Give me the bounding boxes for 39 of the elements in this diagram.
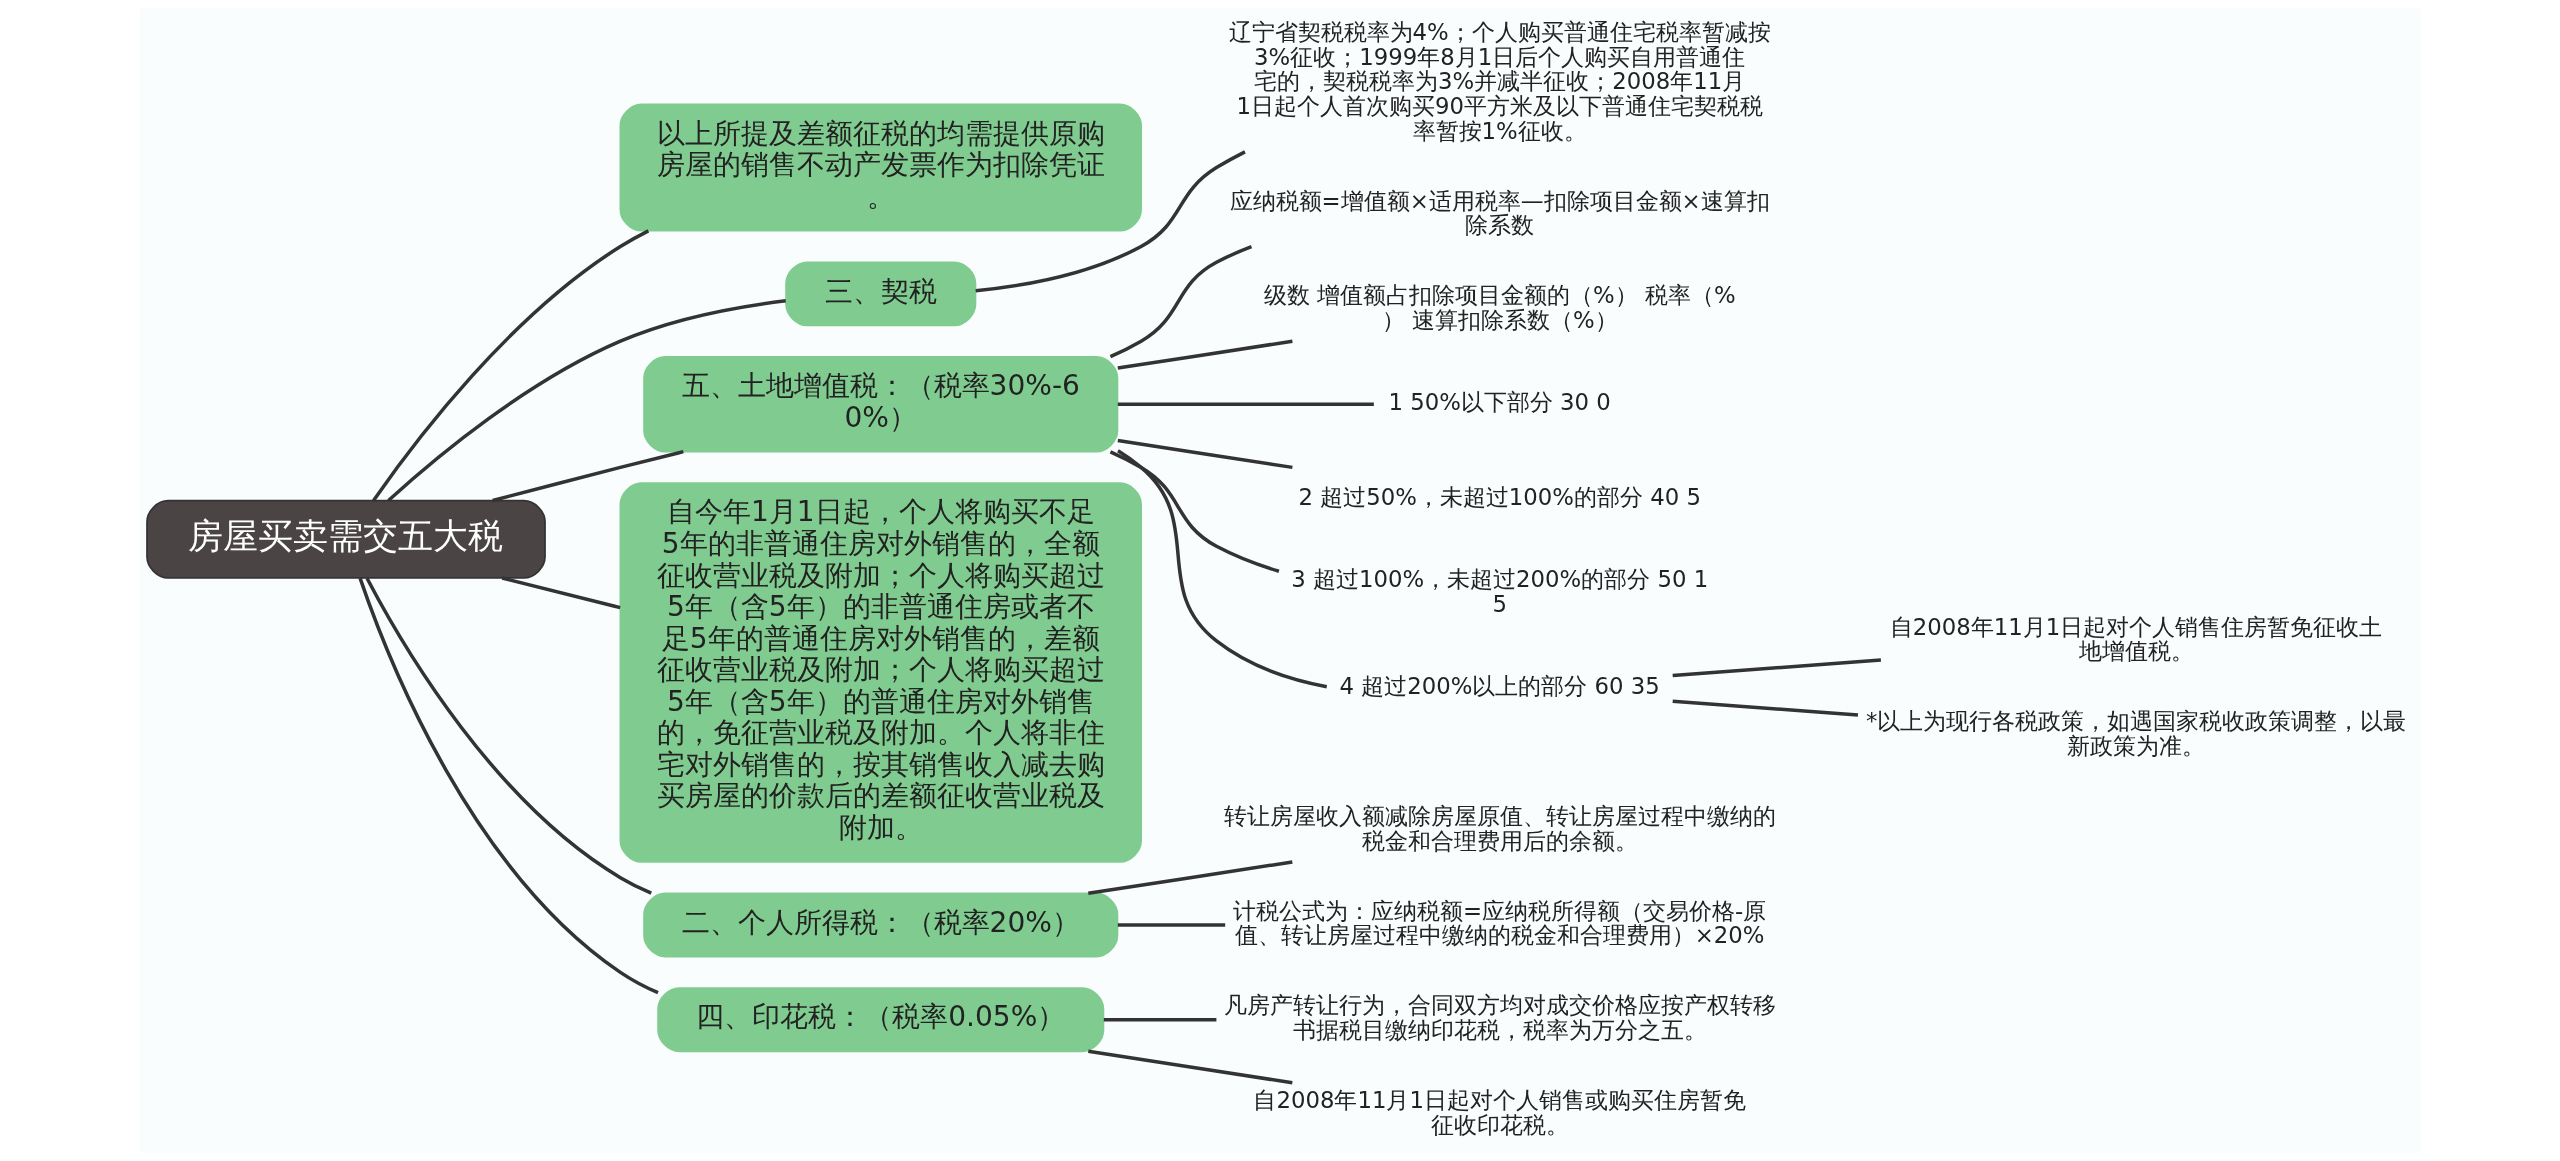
connector <box>1117 438 1293 470</box>
node-text: 凡房产转让行为，合同双方均对成交价格应按产权转移书据税目缴纳印花税，税率为万分之五。 <box>1223 992 1776 1043</box>
node-text: 2 超过50%，未超过100%的部分 40 5 <box>1297 483 1701 510</box>
connector <box>1117 923 1225 927</box>
connector <box>491 449 684 503</box>
node-text: 计税公式为：应纳税额=应纳税所得额（交易价格-原值、转让房屋过程中缴纳的税金和合理费用）×20% <box>1232 897 1766 949</box>
node-box: 自今年1月1日起，个人将购买不足5年的非普通住房对外销售的，全额征收营业税及附加；个人将购买超过5年（含5年）的非普通住房或者不足5年的普通住房对外销售的，差额征收营业税及附加；个人将购买超过5年（含5年）的普通住房对外销售的，免征营业税及附加。个人将非住宅对外销售的，按其销售收入减去购买房屋的价款后的差额征收营业税及附加。 <box>619 482 1142 863</box>
connector <box>386 299 786 502</box>
node-text: 1 50%以下部分 30 0 <box>1387 389 1611 416</box>
connector <box>365 577 652 895</box>
node-box: 五、土地增值税：（税率30%-60%） <box>642 356 1118 453</box>
connector <box>1109 244 1252 359</box>
node-box: 三、契税 <box>784 261 976 327</box>
node-text: 应纳税额=增值额×适用税率—扣除项目金额×速算扣除系数 <box>1229 187 1770 239</box>
node-text: 辽宁省契税税率为4%；个人购买普通住宅税率暂减按3%征收；1999年8月1日后个人购买自用普通住宅的，契税税率为3%并减半征收；2008年11月1日起个人首次购买90平方米及以下普通住宅契税税率暂按1%征收。 <box>1228 19 1771 144</box>
node-text: 转让房屋收入额减除房屋原值、转让房屋过程中缴纳的税金和合理费用后的余额。 <box>1223 803 1776 854</box>
node-text: 级数 增值额占扣除项目金额的（%） 税率（%） 速算扣除系数（%） <box>1263 282 1736 333</box>
node-box: 四、印花税：（税率0.05%） <box>656 987 1104 1053</box>
connector <box>1109 450 1279 573</box>
node-box: 二、个人所得税：（税率20%） <box>642 892 1118 958</box>
connector <box>1117 402 1374 407</box>
connector <box>1672 699 1858 717</box>
connector <box>1087 1049 1293 1085</box>
connector <box>1087 860 1293 896</box>
connector <box>1116 449 1327 689</box>
node-text: 3 超过100%，未超过200%的部分 50 15 <box>1290 566 1708 617</box>
node-box: 以上所提及差额征税的均需提供原购房屋的销售不动产发票作为扣除凭证。 <box>619 103 1142 232</box>
connector <box>975 150 1246 293</box>
node-text: 4 超过200%以上的部分 60 35 <box>1338 673 1660 700</box>
node-text: 自2008年11月1日起对个人销售或购买住房暂免征收印花税。 <box>1252 1087 1746 1138</box>
node-text: *以上为现行各税政策，如遇国家税收政策调整，以最新政策为准。 <box>1865 708 2406 759</box>
connector <box>1117 339 1293 370</box>
node-box: 房屋买卖需交五大税 <box>145 499 546 579</box>
connector <box>501 576 621 610</box>
connector <box>357 577 659 995</box>
connector <box>1103 1017 1216 1022</box>
node-text: 自2008年11月1日起对个人销售住房暂免征收土地增值税。 <box>1889 613 2382 665</box>
connector <box>371 229 649 502</box>
connector <box>1672 658 1881 678</box>
